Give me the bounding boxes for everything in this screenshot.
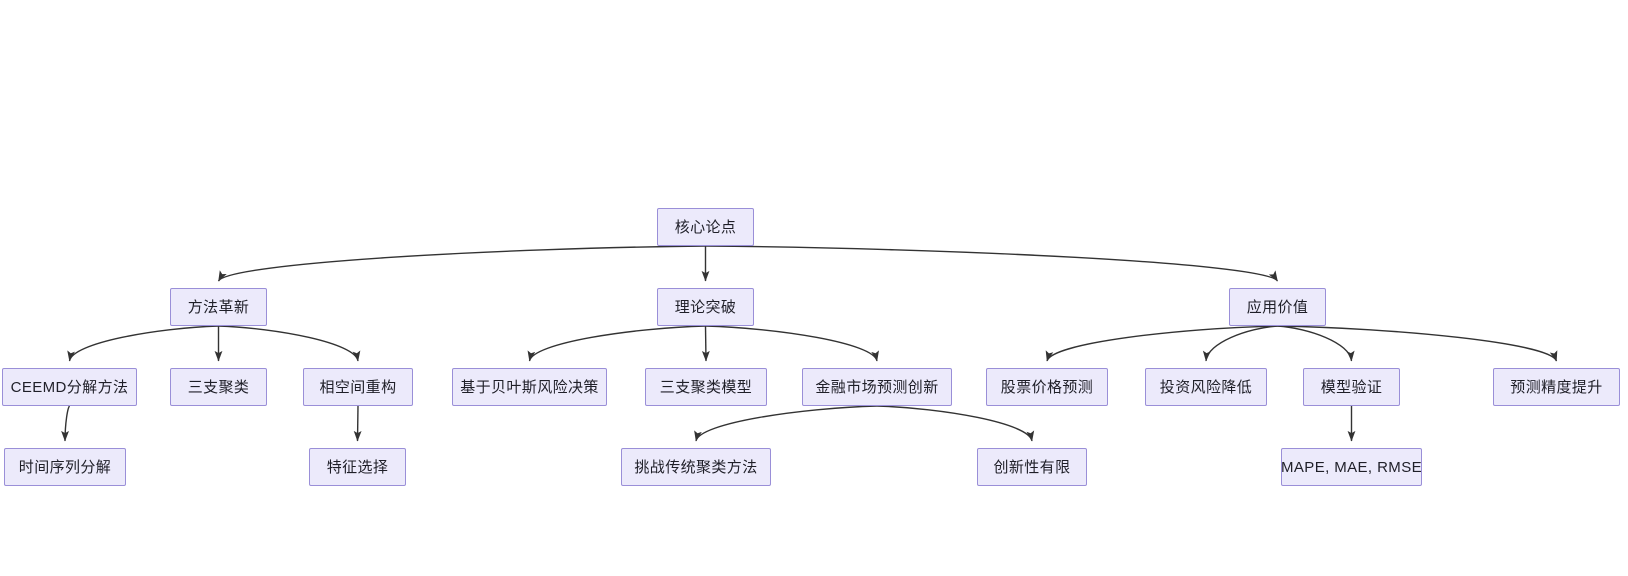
node-finance[interactable]: 金融市场预测创新 [802, 368, 952, 406]
node-label-ceemd: CEEMD分解方法 [10, 378, 129, 396]
edge-method-to-phase [218, 325, 361, 362]
node-label-validate: 模型验证 [1320, 378, 1383, 396]
edge-apply-to-stock [1045, 325, 1278, 362]
node-decomp[interactable]: 时间序列分解 [4, 448, 126, 486]
node-limited[interactable]: 创新性有限 [977, 448, 1087, 486]
node-root[interactable]: 核心论点 [657, 208, 754, 246]
node-ceemd[interactable]: CEEMD分解方法 [2, 368, 137, 406]
edge-ceemd-to-decomp [61, 405, 71, 442]
edge-method-to-ceemd [67, 325, 219, 362]
node-label-stock: 股票价格预测 [1000, 378, 1094, 396]
node-label-limited: 创新性有限 [993, 458, 1071, 476]
edge-theory-to-trimodel [701, 325, 710, 362]
node-theory[interactable]: 理论突破 [657, 288, 754, 326]
edge-root-to-apply [705, 245, 1279, 282]
node-label-apply: 应用价值 [1246, 298, 1309, 316]
node-label-feature: 特征选择 [326, 458, 389, 476]
node-label-bayes: 基于贝叶斯风险决策 [460, 378, 599, 396]
node-method[interactable]: 方法革新 [170, 288, 267, 326]
node-label-accuracy: 预测精度提升 [1510, 378, 1603, 396]
node-label-trimodel: 三支聚类模型 [659, 378, 753, 396]
node-bayes[interactable]: 基于贝叶斯风险决策 [452, 368, 607, 406]
node-label-root: 核心论点 [674, 218, 737, 236]
edge-theory-to-bayes [527, 325, 706, 362]
node-validate[interactable]: 模型验证 [1303, 368, 1400, 406]
node-label-theory: 理论突破 [674, 298, 737, 316]
edge-group [61, 245, 1558, 442]
node-feature[interactable]: 特征选择 [309, 448, 406, 486]
node-label-decomp: 时间序列分解 [18, 458, 112, 476]
node-label-method: 方法革新 [187, 298, 250, 316]
node-metrics[interactable]: MAPE, MAE, RMSE [1281, 448, 1422, 486]
node-accuracy[interactable]: 预测精度提升 [1493, 368, 1620, 406]
node-label-risk: 投资风险降低 [1159, 378, 1253, 396]
edge-finance-to-limited [876, 405, 1035, 442]
edge-apply-to-validate [1277, 325, 1355, 362]
node-challenge[interactable]: 挑战传统聚类方法 [621, 448, 771, 486]
node-label-metrics: MAPE, MAE, RMSE [1280, 458, 1423, 476]
node-risk[interactable]: 投资风险降低 [1145, 368, 1267, 406]
node-label-tri: 三支聚类 [187, 378, 250, 396]
node-label-challenge: 挑战传统聚类方法 [634, 458, 758, 476]
node-label-phase: 相空间重构 [319, 378, 397, 396]
node-label-finance: 金融市场预测创新 [815, 378, 939, 396]
edge-root-to-method [217, 245, 706, 282]
edge-apply-to-risk [1202, 325, 1278, 362]
node-phase[interactable]: 相空间重构 [303, 368, 413, 406]
edge-theory-to-finance [705, 325, 879, 362]
node-trimodel[interactable]: 三支聚类模型 [645, 368, 767, 406]
edge-finance-to-challenge [694, 405, 878, 442]
node-tri[interactable]: 三支聚类 [170, 368, 267, 406]
node-stock[interactable]: 股票价格预测 [986, 368, 1108, 406]
node-apply[interactable]: 应用价值 [1229, 288, 1326, 326]
edge-phase-to-feature [353, 405, 362, 442]
edge-apply-to-accuracy [1277, 325, 1558, 362]
